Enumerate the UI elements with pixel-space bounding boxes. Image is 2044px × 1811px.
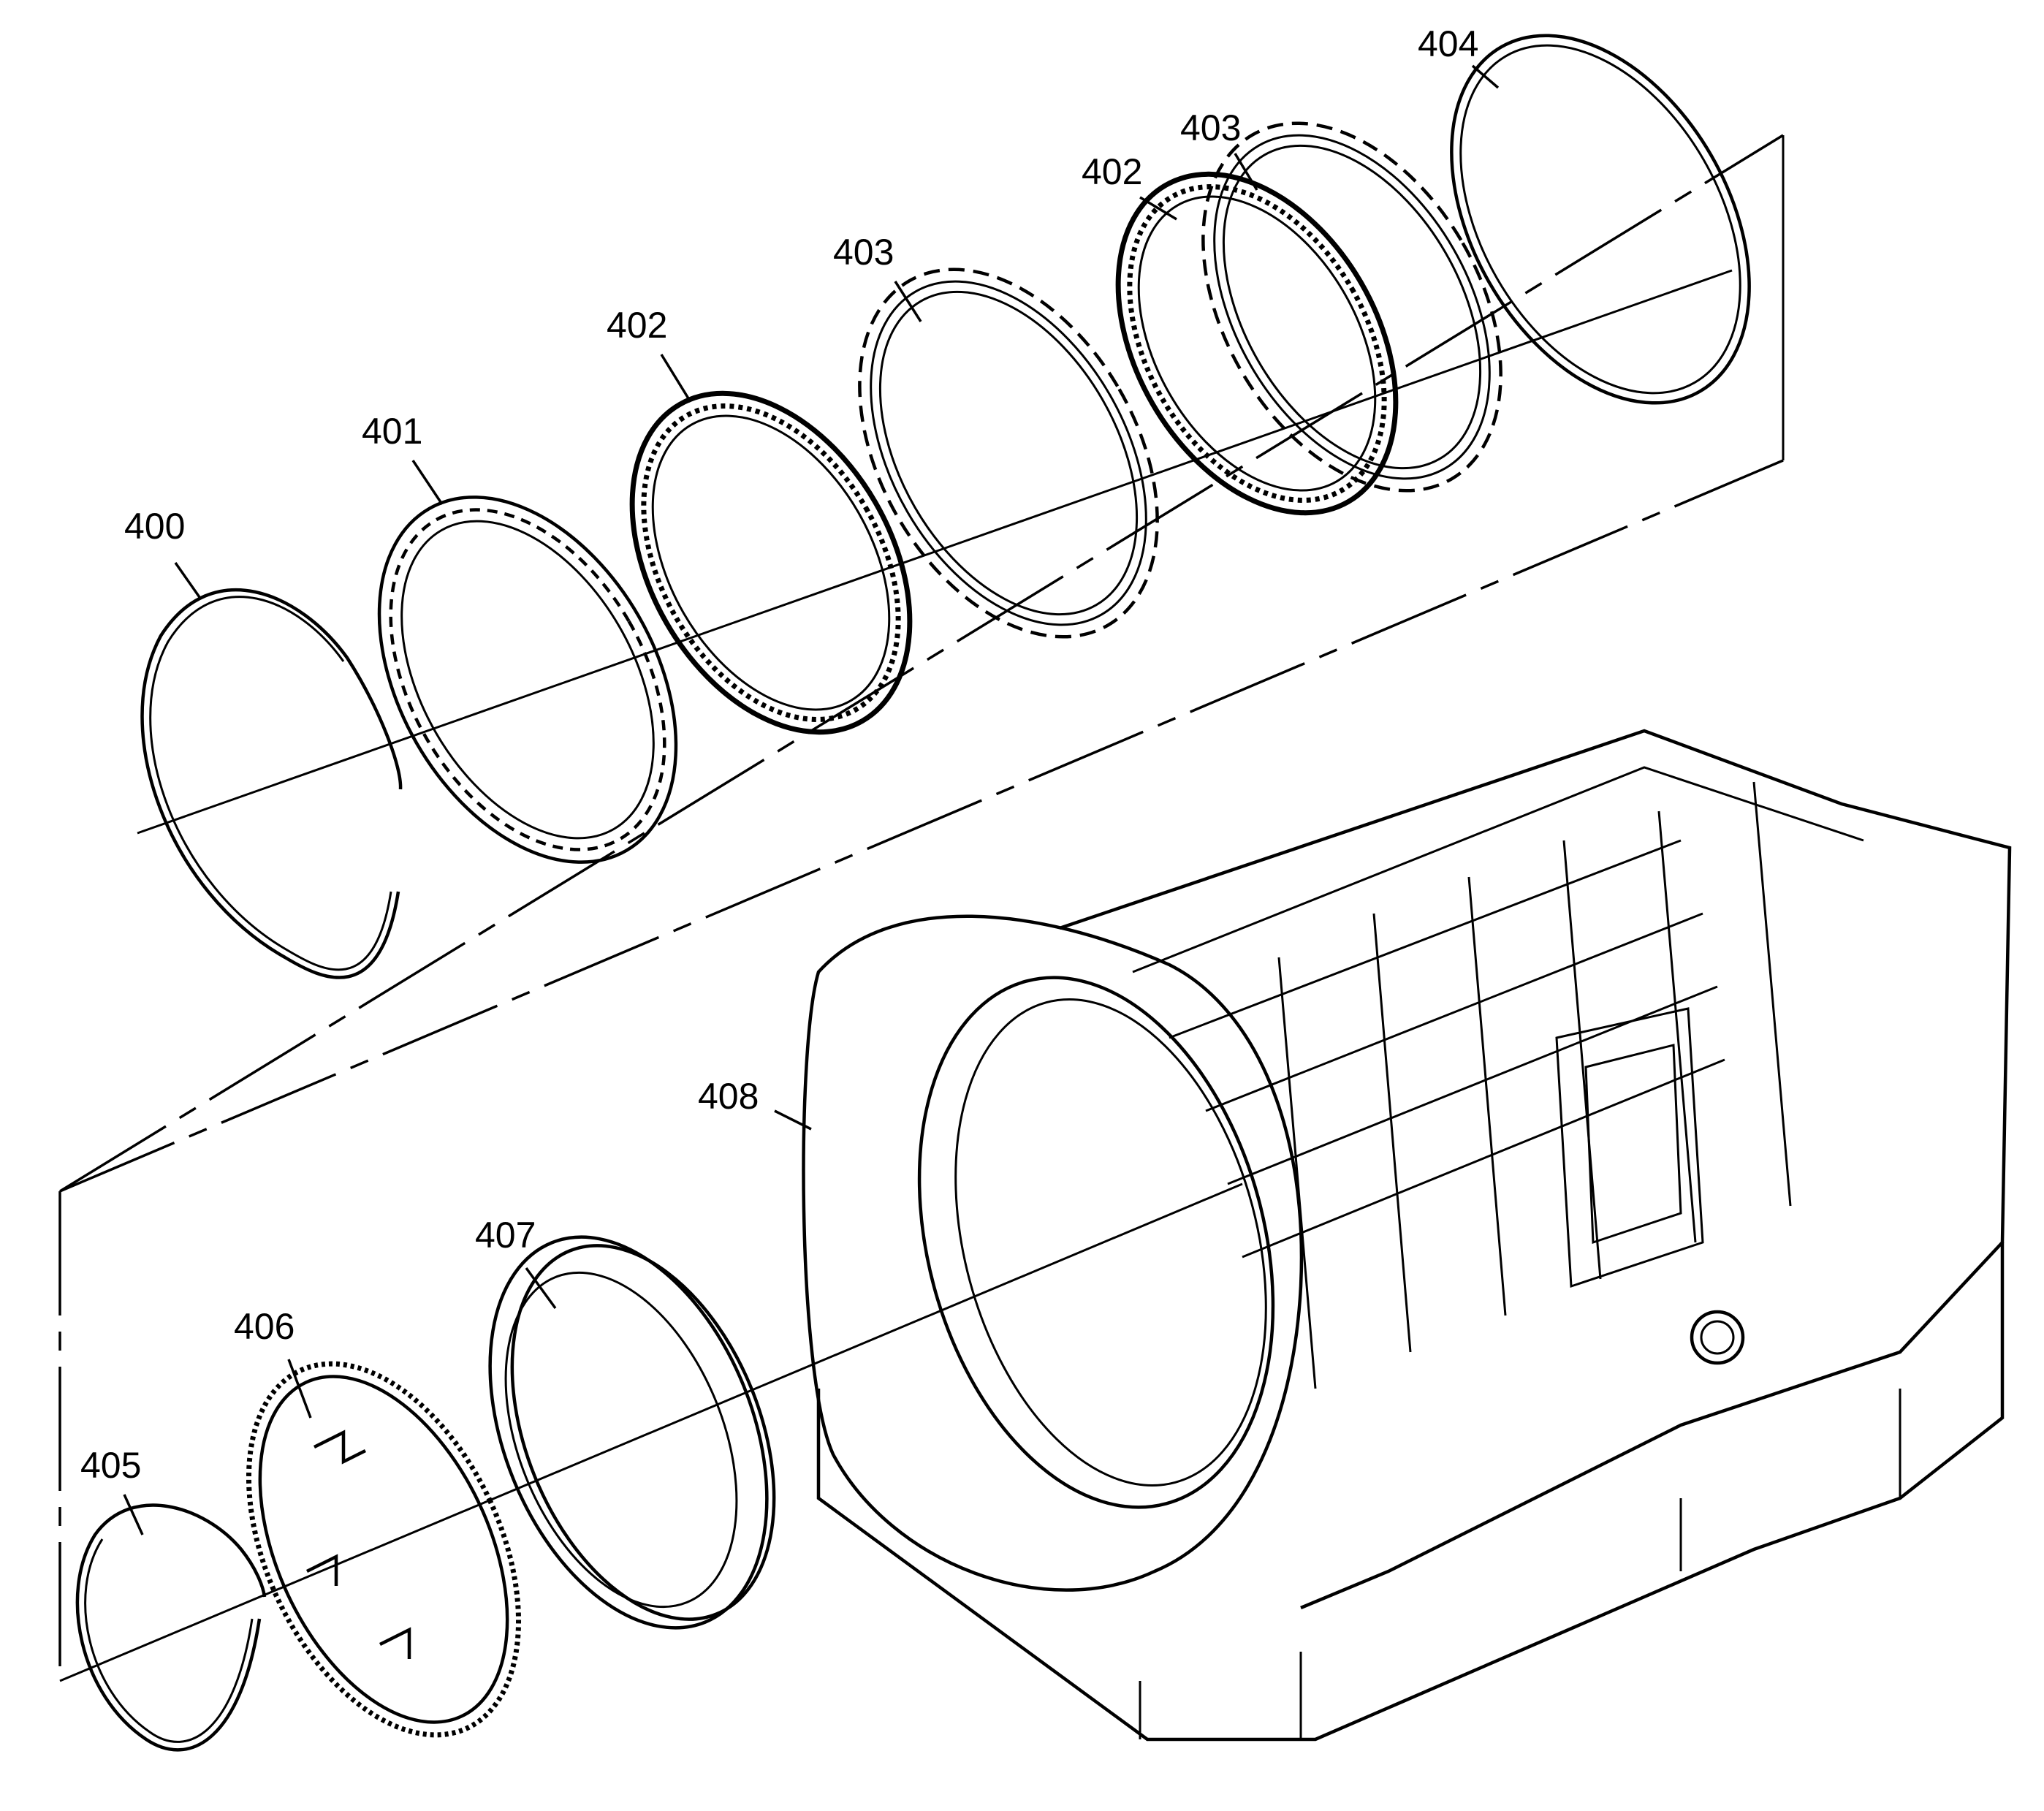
callout-leaders: [123, 64, 1500, 1535]
upper-bracket-line: [59, 134, 1784, 1193]
leader-407: [525, 1267, 557, 1310]
callout-403a: 403: [833, 232, 894, 273]
leader-405: [123, 1494, 144, 1535]
leader-404: [1471, 64, 1500, 89]
callout-402a: 402: [607, 305, 668, 346]
part-406-piston: [246, 1361, 522, 1738]
part-402-friction-a: [629, 390, 913, 735]
callout-402b: 402: [1082, 151, 1143, 192]
callout-407: 407: [475, 1215, 536, 1256]
callout-400: 400: [124, 506, 186, 547]
part-404-backing-plate: [1450, 34, 1751, 405]
centre-axis: [59, 269, 1733, 1682]
leader-403a: [894, 281, 922, 322]
callout-408: 408: [698, 1076, 759, 1117]
callout-405: 405: [80, 1445, 142, 1486]
callout-404: 404: [1418, 23, 1479, 64]
leader-400: [174, 561, 202, 601]
lower-axis-line: [59, 1182, 1243, 1682]
part-400-snap-ring: [140, 588, 403, 979]
leader-403b: [1234, 153, 1258, 191]
part-401-plate: [377, 496, 678, 864]
leader-408: [774, 1109, 812, 1131]
callout-403b: 403: [1180, 107, 1242, 148]
leader-401: [411, 460, 444, 505]
callout-401: 401: [362, 411, 423, 452]
leader-402a: [660, 354, 692, 403]
assembly-bracket: [58, 134, 1785, 1681]
middle-bracket-line: [59, 459, 1784, 1193]
leader-402b: [1139, 196, 1177, 221]
part-403-steel-b: [1201, 121, 1502, 493]
callout-406: 406: [234, 1306, 295, 1347]
part-405-snap-ring: [75, 1503, 267, 1752]
part-407-housing: [488, 1235, 776, 1630]
leader-406: [287, 1359, 312, 1419]
part-402-friction-b: [1115, 171, 1399, 516]
part-403-steel-a: [858, 267, 1159, 639]
part-408-case: [802, 729, 2012, 1742]
